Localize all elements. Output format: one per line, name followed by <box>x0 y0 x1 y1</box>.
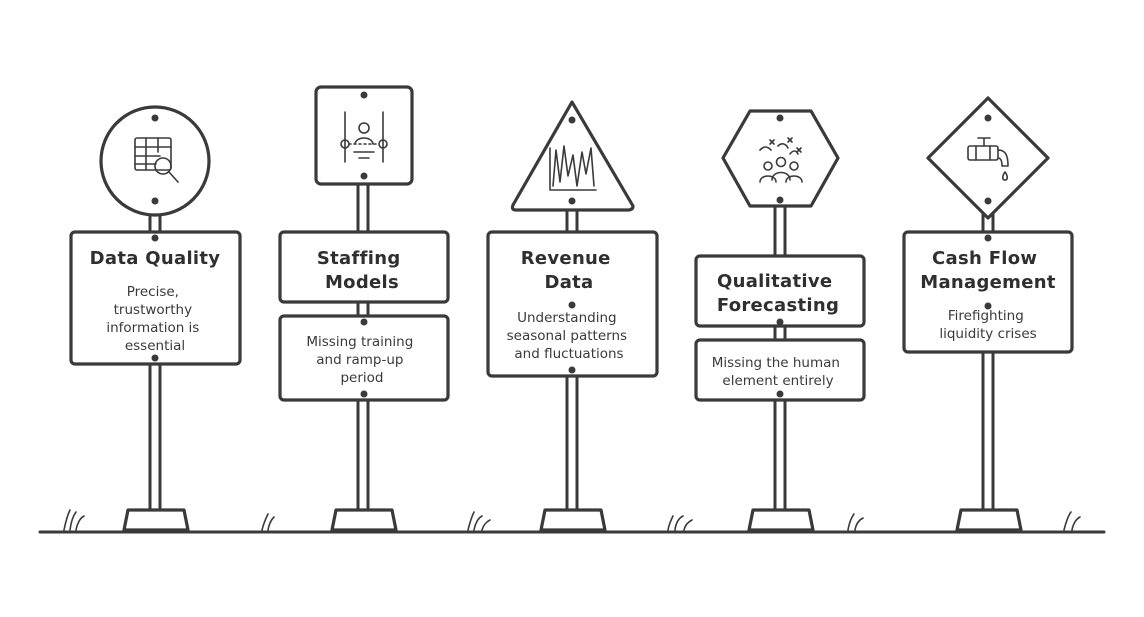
circle-head <box>99 105 211 217</box>
sign-title: Revenue Data <box>521 248 618 293</box>
fluctuating-chart-icon <box>549 145 597 191</box>
sign-description: Understanding seasonal patterns and fluc… <box>507 310 632 362</box>
title-board <box>278 230 450 304</box>
data-table-search-icon <box>134 137 179 183</box>
title-board <box>694 254 866 328</box>
sign-description: Precise, trustworthy information is esse… <box>106 284 203 354</box>
people-group-icon <box>759 137 803 183</box>
ground <box>38 509 1106 534</box>
sign-qualitative-forecasting: Qualitative Forecasting Missing the huma… <box>694 109 866 532</box>
sign-data-quality: Data Quality Precise, trustworthy inform… <box>69 105 242 532</box>
sign-title: Data Quality <box>90 248 221 269</box>
board <box>902 230 1074 354</box>
hexagon-head <box>721 109 840 208</box>
sign-description: Missing training and ramp-up period <box>306 334 417 386</box>
sign-description: Firefighting liquidity crises <box>939 308 1036 342</box>
sign-base <box>122 508 190 532</box>
sign-staffing-models: Staffing Models Missing training and ram… <box>278 85 450 532</box>
board <box>69 230 242 366</box>
sign-description: Missing the human element entirely <box>712 355 844 389</box>
sign-base <box>539 508 607 532</box>
description-board <box>694 338 866 402</box>
square-head <box>314 85 414 186</box>
sign-base <box>955 508 1023 532</box>
sign-base <box>330 508 398 532</box>
person-on-scale-icon <box>340 111 388 163</box>
sign-cash-flow-management: Cash Flow Management Firefighting liquid… <box>902 96 1074 532</box>
diamond-head <box>926 96 1050 220</box>
sign-base <box>747 508 815 532</box>
leaking-faucet-icon <box>967 137 1009 181</box>
sign-revenue-data: Revenue Data Understanding seasonal patt… <box>486 100 659 532</box>
description-board <box>278 314 450 402</box>
sign-title: Staffing Models <box>317 248 407 293</box>
sign-title: Qualitative Forecasting <box>717 271 839 316</box>
sign-title: Cash Flow Management <box>920 248 1056 293</box>
